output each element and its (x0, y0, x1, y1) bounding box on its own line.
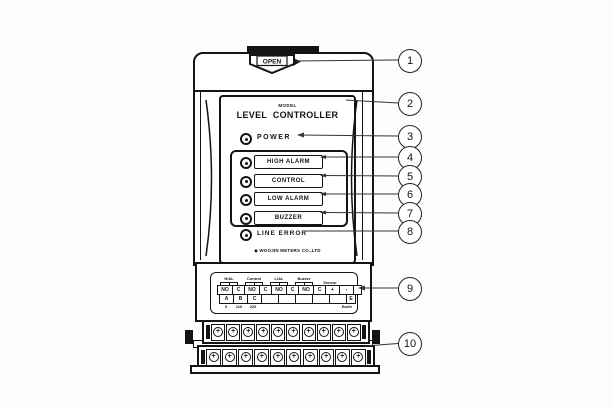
terminal-endcap (366, 350, 371, 364)
voltage-label-110: 110 (235, 304, 243, 309)
line-error-led-icon (240, 229, 252, 241)
terminal-cell: E (346, 294, 356, 304)
front-panel: MODEL LEVEL CONTROLLER POWER HIGH ALARM … (219, 95, 356, 264)
group-bracket (245, 282, 263, 286)
screw-icon (301, 323, 316, 341)
terminal-endcap (361, 325, 366, 339)
group-label-buzzer: Buzzer (297, 276, 311, 281)
terminal-cell: B (233, 294, 248, 304)
device-base (190, 365, 380, 374)
high-alarm-label: HIGH ALARM (254, 155, 323, 169)
power-led-icon (240, 133, 252, 145)
terminal-row-power: A B C E (219, 294, 356, 304)
screw-icon (316, 323, 331, 341)
screw-icon (256, 323, 271, 341)
low-alarm-label: LOW ALARM (254, 192, 323, 206)
screw-icon (222, 348, 238, 366)
mounting-tab-left (185, 330, 193, 344)
control-label: CONTROL (254, 173, 323, 188)
screw-icon (334, 348, 350, 366)
device-title: LEVEL CONTROLLER (236, 110, 339, 120)
low-alarm-led-icon (240, 194, 252, 206)
callout-1: 1 (398, 49, 422, 73)
group-bracket (220, 282, 238, 286)
high-alarm-led-icon (240, 157, 252, 169)
screw-icon (302, 348, 318, 366)
screw-icon (211, 323, 226, 341)
terminal-cell: A (219, 294, 234, 304)
terminal-label-plate: H/AL Control L/AL Buzzer Sensor NO C NO … (210, 272, 362, 314)
terminal-cell (312, 294, 330, 304)
screw-icon (331, 323, 346, 341)
power-label: POWER (257, 134, 291, 141)
screw-icon (270, 348, 286, 366)
group-label-lal: L/AL (274, 276, 284, 281)
voltage-label-0: 0 (224, 304, 228, 309)
screw-icon (206, 348, 222, 366)
group-label-hal: H/AL (224, 276, 234, 281)
group-label-sensor: Sensor (323, 280, 337, 285)
screw-icon (254, 348, 270, 366)
buzzer-led-icon (240, 212, 252, 225)
screw-icon (241, 323, 256, 341)
maker-logo: ◆ WOOJIN METERS CO.,LTD (254, 248, 321, 253)
group-bracket (295, 282, 313, 286)
screw-icon (350, 348, 366, 366)
screw-icon (318, 348, 334, 366)
model-caption: MODEL (278, 103, 297, 108)
mounting-tab-right (372, 330, 380, 344)
group-label-control: Control (246, 276, 262, 281)
earth-label: Earth (341, 304, 352, 309)
screw-terminal-row-upper (202, 320, 370, 344)
screw-icon (238, 348, 254, 366)
terminal-cell (329, 294, 347, 304)
screw-icon (286, 323, 301, 341)
terminal-cell (261, 294, 279, 304)
device-top-cap (193, 52, 374, 94)
callout-9: 9 (398, 277, 422, 301)
terminal-row-contacts: NO C NO C NO C NO C + - (217, 285, 362, 295)
terminal-cell: C (247, 294, 262, 304)
voltage-label-220: 220 (249, 304, 257, 309)
callout-2: 2 (398, 92, 422, 116)
screw-icon (271, 323, 286, 341)
buzzer-label: BUZZER (254, 210, 323, 225)
group-bracket (270, 282, 288, 286)
screw-icon (286, 348, 302, 366)
indicator-group-box: HIGH ALARM CONTROL LOW ALARM BUZZER (230, 150, 348, 227)
callout-8: 8 (398, 220, 422, 244)
line-error-label: LINE ERROR (257, 230, 308, 237)
terminal-cell (278, 294, 296, 304)
terminal-endcap (206, 325, 210, 339)
top-edge-bar (247, 46, 319, 52)
screw-icon (226, 323, 241, 341)
screw-icon (346, 323, 361, 341)
terminal-cell (295, 294, 313, 304)
control-led-icon (240, 175, 252, 188)
terminal-endcap (201, 350, 205, 364)
callout-10: 10 (398, 332, 422, 356)
